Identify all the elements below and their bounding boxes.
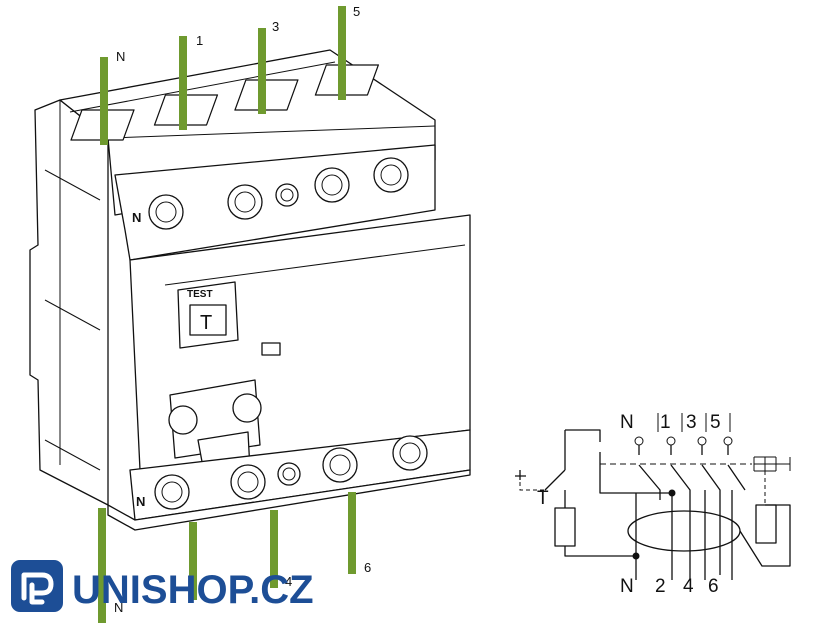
wires <box>98 6 356 623</box>
wire-bottom-6 <box>348 492 356 574</box>
upper-face <box>114 144 436 261</box>
schem-test-switch <box>544 429 601 491</box>
label-bottom-n: N <box>114 600 123 615</box>
top-block-ridges <box>69 61 436 139</box>
schem-test-wire <box>599 452 672 494</box>
test-button-symbol: T <box>200 312 212 334</box>
side-panel <box>29 99 109 506</box>
schem-toroid <box>627 510 741 552</box>
wire-top-1 <box>179 36 187 130</box>
schem-top-5: 5 <box>710 412 721 433</box>
logo-mark-icon <box>21 572 54 605</box>
schem-resistor-wire <box>564 490 636 557</box>
schem-output-lines <box>635 490 733 580</box>
schem-test-label: T <box>537 488 549 509</box>
lower-screws <box>154 435 428 510</box>
upper-screws <box>148 157 409 230</box>
schem-terminals <box>634 436 733 446</box>
schem-bottom-4: 4 <box>683 576 694 597</box>
schem-bottom-6: 6 <box>708 576 719 597</box>
status-window <box>261 342 281 356</box>
test-button[interactable]: TEST T <box>177 281 239 349</box>
face-terminal-label-bottom: N <box>136 494 145 509</box>
wiring-schematic: N 1 3 5 T <box>515 412 791 597</box>
label-top-1: 1 <box>196 33 203 48</box>
logo-text: UNISHOP.CZ <box>72 568 314 612</box>
test-button-caption: TEST <box>187 289 213 300</box>
schem-sense-wire <box>739 504 791 567</box>
wire-bottom-n <box>98 508 106 623</box>
schem-test-resistor <box>554 507 576 547</box>
label-top-3: 3 <box>272 19 279 34</box>
bottom-edge <box>107 469 471 531</box>
schem-trip-coil <box>755 504 777 544</box>
schem-test-button-link <box>519 475 545 491</box>
schem-contact-5 <box>727 445 746 491</box>
schem-contact-1 <box>670 445 691 580</box>
schem-label-ticks <box>657 413 731 432</box>
face-terminal-label-top: N <box>132 210 141 225</box>
schem-top-1: 1 <box>660 412 671 433</box>
schem-contact-n <box>638 445 661 500</box>
label-bottom-4: 4 <box>285 574 292 589</box>
side-ribs <box>44 169 101 471</box>
label-top-n: N <box>116 49 125 64</box>
wire-bottom-4 <box>270 510 278 588</box>
front-panel-ridge <box>164 244 466 286</box>
label-top-5: 5 <box>353 4 360 19</box>
wire-labels: N 1 3 5 N 4 6 <box>114 4 371 615</box>
schem-top-3: 3 <box>686 412 697 433</box>
toggle-lever[interactable] <box>168 379 262 479</box>
schem-test-button <box>515 470 526 480</box>
wire-bottom-2 <box>189 522 197 600</box>
schem-top-n: N <box>620 412 634 433</box>
wire-top-5 <box>338 6 346 100</box>
label-bottom-6: 6 <box>364 560 371 575</box>
wire-top-n <box>100 57 108 145</box>
schem-bottom-n: N <box>620 576 634 597</box>
schem-bottom-2: 2 <box>655 576 666 597</box>
rcd-device: N TEST T N <box>29 49 471 531</box>
wire-top-3 <box>258 28 266 114</box>
unishop-logo[interactable]: UNISHOP.CZ <box>11 560 314 612</box>
schem-trip-unit <box>753 456 791 472</box>
